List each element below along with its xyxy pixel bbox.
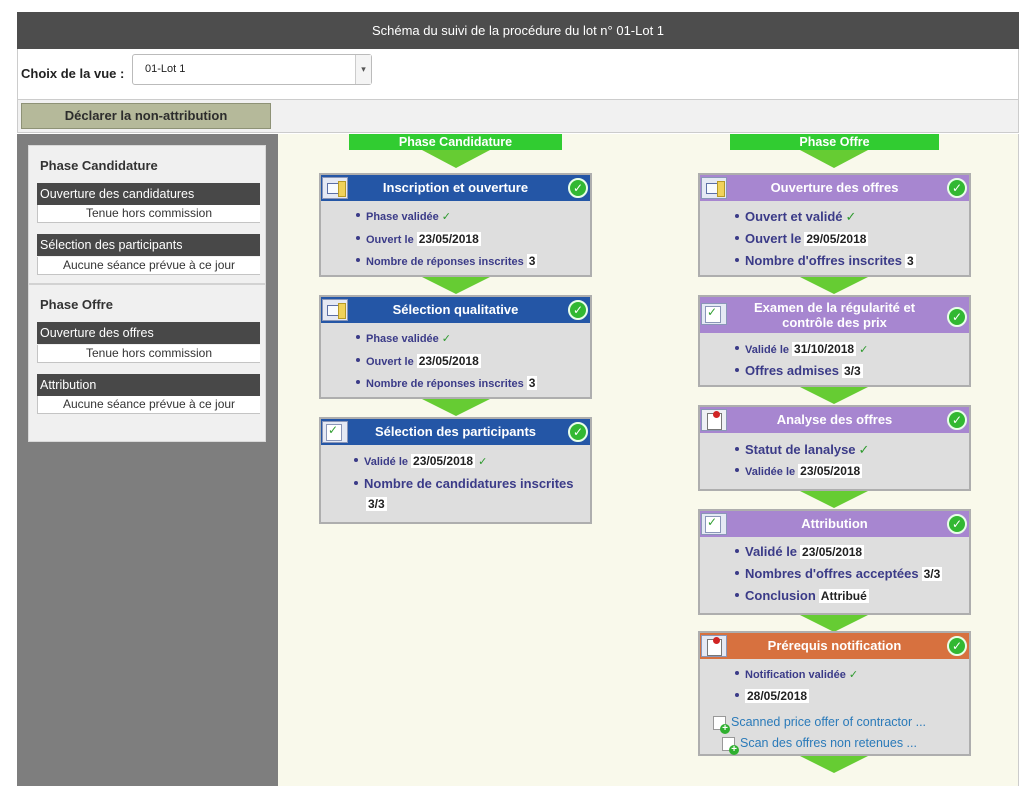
- step-analyse-offres[interactable]: Analyse des offres ✓ Statut de lanalyse✓…: [698, 405, 971, 491]
- flow-arrow: [800, 150, 868, 168]
- row-ouvert-valide: Ouvert et validé✓: [735, 209, 856, 225]
- check-icon: ✓: [848, 669, 859, 681]
- sidebar-phase-offre: Phase Offre: [40, 297, 113, 312]
- check-icon: ✓: [947, 178, 967, 198]
- flow-arrow: [800, 387, 868, 404]
- sidebar-item-sub: Tenue hors commission: [37, 345, 260, 363]
- scan-offres-non-retenues-link[interactable]: Scan des offres non retenues ...: [722, 736, 917, 755]
- action-bar: Déclarer la non-attribution: [17, 99, 1019, 133]
- check-icon: ✓: [947, 636, 967, 656]
- view-select-value: 01-Lot 1: [145, 63, 186, 75]
- step-header: Ouverture des offres: [700, 175, 969, 201]
- sidebar-phase-candidature: Phase Candidature: [40, 158, 158, 173]
- step-header: Attribution: [700, 511, 969, 537]
- check-icon: ✓: [568, 300, 588, 320]
- flow-arrow: [800, 615, 868, 632]
- check-icon: ✓: [859, 344, 869, 356]
- check-icon: ✓: [441, 333, 451, 345]
- check-icon: ✓: [568, 422, 588, 442]
- row-statut-analyse: Statut de lanalyse✓: [735, 442, 869, 458]
- step-prerequis-notification[interactable]: Prérequis notification ✓ Notification va…: [698, 631, 971, 756]
- step-inscription-ouverture[interactable]: Inscription et ouverture ✓ Phase validée…: [319, 173, 592, 277]
- document-pin-icon: [701, 635, 727, 657]
- view-select[interactable]: 01-Lot 1 ▾: [132, 54, 372, 85]
- row-phase-validee: Phase validée✓: [356, 332, 451, 345]
- sidebar-divider: [29, 283, 265, 285]
- checklist-icon: [701, 513, 727, 535]
- row-notification-date: 28/05/2018: [735, 689, 810, 703]
- flow-arrow: [422, 277, 490, 294]
- sidebar-item-sub: Aucune séance prévue à ce jour: [37, 257, 260, 275]
- check-icon: ✓: [947, 514, 967, 534]
- step-selection-qualitative[interactable]: Sélection qualitative ✓ Phase validée✓ O…: [319, 295, 592, 399]
- documents-icon: [701, 409, 727, 431]
- view-selector-row: Choix de la vue : 01-Lot 1 ▾: [17, 49, 1019, 99]
- flow-arrow: [800, 491, 868, 508]
- page-title: Schéma du suivi de la procédure du lot n…: [371, 23, 665, 38]
- envelope-icon: [322, 177, 348, 199]
- sidebar-item-sub: Tenue hors commission: [37, 205, 260, 223]
- step-selection-participants[interactable]: Sélection des participants ✓ Validé le23…: [319, 417, 592, 524]
- page-title-bar: Schéma du suivi de la procédure du lot n…: [17, 12, 1019, 49]
- chevron-down-icon[interactable]: ▾: [355, 55, 371, 84]
- sidebar: Phase Candidature Ouverture des candidat…: [17, 134, 278, 786]
- declare-non-attribution-button[interactable]: Déclarer la non-attribution: [21, 103, 271, 129]
- sidebar-item-ouverture-offres[interactable]: Ouverture des offres: [37, 322, 260, 344]
- flow-arrow: [800, 756, 868, 773]
- sidebar-item-selection-participants[interactable]: Sélection des participants: [37, 234, 260, 256]
- step-ouverture-offres[interactable]: Ouverture des offres ✓ Ouvert et validé✓…: [698, 173, 971, 277]
- checklist-icon: [701, 303, 727, 325]
- check-icon: ✓: [441, 211, 451, 223]
- check-icon: ✓: [845, 209, 857, 224]
- sidebar-item-ouverture-candidatures[interactable]: Ouverture des candidatures: [37, 183, 260, 205]
- check-icon: ✓: [858, 442, 870, 457]
- step-header: Sélection qualitative: [321, 297, 590, 323]
- sidebar-panel: Phase Candidature Ouverture des candidat…: [28, 145, 266, 442]
- envelope-icon: [322, 299, 348, 321]
- scanned-price-offer-link[interactable]: Scanned price offer of contractor ...: [713, 715, 926, 734]
- step-header: Analyse des offres: [700, 407, 969, 433]
- envelope-icon: [701, 177, 727, 199]
- step-header: Inscription et ouverture: [321, 175, 590, 201]
- check-icon: ✓: [947, 410, 967, 430]
- check-icon: ✓: [947, 307, 967, 327]
- step-header: Sélection des participants: [321, 419, 590, 445]
- flow-arrow: [800, 277, 868, 294]
- phase-offre-banner: Phase Offre: [730, 134, 939, 150]
- phase-candidature-banner: Phase Candidature: [349, 134, 562, 150]
- flow-arrow: [422, 399, 490, 416]
- checklist-icon: [322, 421, 348, 443]
- step-header: Prérequis notification: [700, 633, 969, 659]
- row-notification-validee: Notification validée✓: [735, 668, 858, 681]
- add-file-icon: [722, 736, 739, 755]
- view-label: Choix de la vue :: [21, 66, 125, 81]
- sidebar-item-attribution[interactable]: Attribution: [37, 374, 260, 396]
- sidebar-item-sub: Aucune séance prévue à ce jour: [37, 396, 260, 414]
- check-icon: ✓: [568, 178, 588, 198]
- row-phase-validee: Phase validée✓: [356, 210, 451, 223]
- flow-arrow: [422, 150, 490, 168]
- check-icon: ✓: [478, 456, 488, 468]
- add-file-icon: [713, 715, 730, 734]
- row-nombre-candidatures-value: 3/3: [366, 497, 387, 511]
- row-nombre-candidatures: Nombre de candidatures inscrites: [354, 476, 574, 491]
- workflow-area: Phase Candidature Inscription et ouvertu…: [278, 134, 1019, 786]
